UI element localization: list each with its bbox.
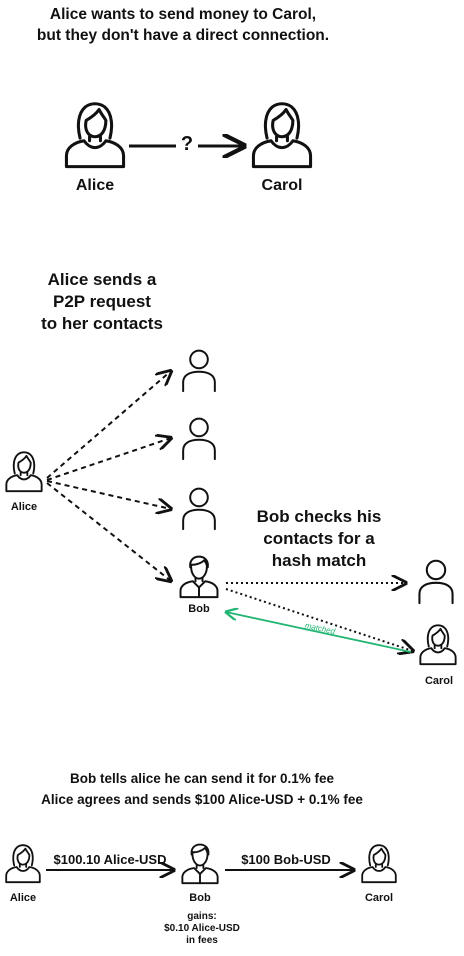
bob-check-heading-line2: contacts for a bbox=[263, 529, 375, 548]
bob-contact-icon bbox=[418, 559, 454, 605]
bob-icon-section2 bbox=[179, 555, 219, 599]
alice-icon-section2 bbox=[5, 451, 43, 493]
request-arrow-3 bbox=[46, 480, 171, 509]
bob-check-heading-line3: hash match bbox=[271, 551, 367, 570]
alice-icon-section3 bbox=[4, 843, 42, 884]
fee-heading-line2: Alice agrees and sends $100 Alice-USD + … bbox=[41, 792, 363, 807]
transfer1-label: $100.10 Alice-USD bbox=[53, 852, 167, 867]
bob-gains-line2: $0.10 Alice-USD bbox=[164, 923, 240, 934]
bob-gains-line1: gains: bbox=[187, 911, 217, 922]
p2p-heading-line1: Alice sends a bbox=[47, 270, 157, 289]
p2p-heading-line3: to her contacts bbox=[41, 314, 163, 333]
request-arrow-bob bbox=[46, 482, 171, 581]
fee-heading-line1: Bob tells alice he can send it for 0.1% … bbox=[69, 771, 335, 786]
p2p-heading-line2: P2P request bbox=[53, 292, 151, 311]
intro-heading-line2: but they don't have a direct connection. bbox=[36, 27, 330, 44]
bob-check-arrow-carol bbox=[225, 588, 413, 651]
p2p-heading: Alice sends a P2P request to her contact… bbox=[20, 269, 184, 335]
contact-icon-1 bbox=[182, 349, 216, 393]
intro-heading-line1: Alice wants to send money to Carol, bbox=[49, 6, 317, 23]
bob-gains-line3: in fees bbox=[186, 935, 218, 946]
intro-heading: Alice wants to send money to Carol, but … bbox=[0, 4, 366, 46]
bob-label-section2: Bob bbox=[188, 603, 210, 615]
bob-gains-note: gains: $0.10 Alice-USD in fees bbox=[140, 911, 264, 947]
fee-heading: Bob tells alice he can send it for 0.1% … bbox=[0, 768, 404, 810]
alice-icon bbox=[64, 101, 126, 169]
question-mark: ? bbox=[180, 133, 194, 155]
alice-label: Alice bbox=[75, 177, 115, 194]
bob-check-arrows bbox=[225, 583, 413, 651]
request-arrow-1 bbox=[46, 371, 171, 479]
bob-check-heading-line1: Bob checks his bbox=[256, 507, 382, 526]
alice-label-section2: Alice bbox=[10, 501, 38, 513]
p2p-request-arrows bbox=[46, 371, 171, 581]
contact-icon-2 bbox=[182, 417, 216, 461]
alice-label-section3: Alice bbox=[9, 892, 37, 904]
transfer2-label: $100 Bob-USD bbox=[241, 852, 331, 867]
bob-check-heading: Bob checks his contacts for a hash match bbox=[246, 506, 392, 572]
bob-icon-section3 bbox=[181, 843, 219, 885]
bob-label-section3: Bob bbox=[189, 892, 211, 904]
carol-icon-section3 bbox=[360, 843, 398, 884]
carol-label: Carol bbox=[261, 177, 303, 194]
carol-icon-section2 bbox=[419, 624, 457, 666]
carol-label-section3: Carol bbox=[364, 892, 394, 904]
contact-icon-3 bbox=[182, 487, 216, 531]
carol-icon bbox=[251, 101, 313, 169]
carol-label-section2: Carol bbox=[424, 675, 454, 687]
request-arrow-2 bbox=[46, 438, 171, 481]
matched-arrow bbox=[226, 612, 412, 653]
